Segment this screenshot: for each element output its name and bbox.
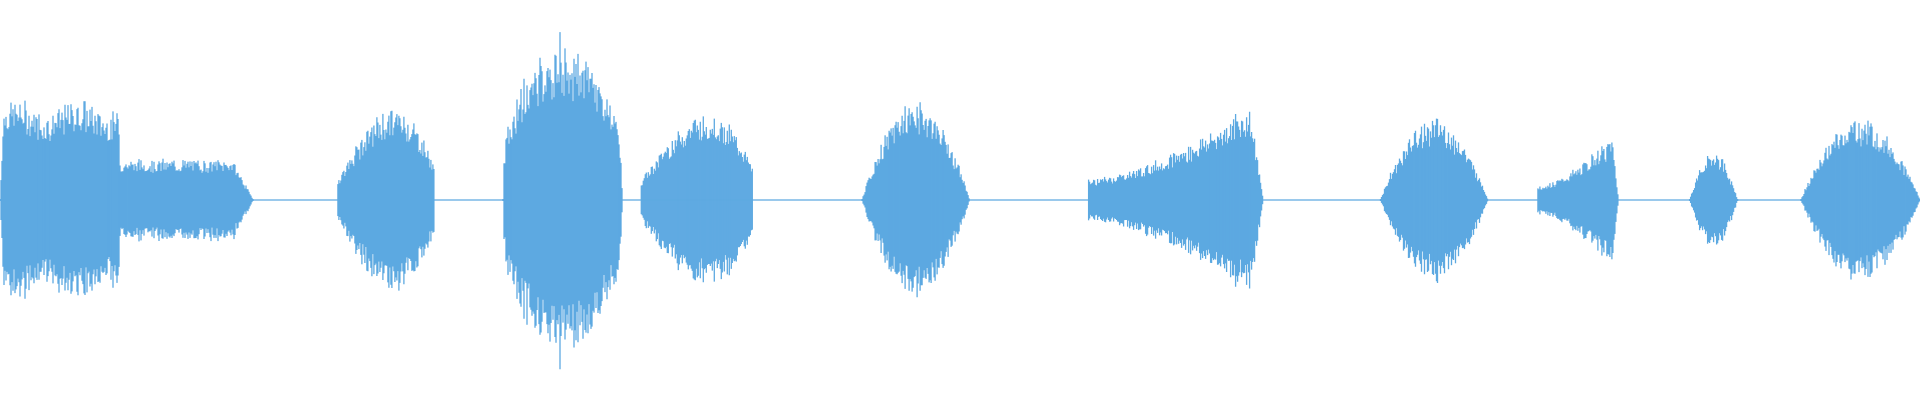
waveform-segment [640, 116, 753, 283]
waveform-segment [861, 102, 970, 298]
waveform-segment [118, 158, 254, 242]
waveform-segment [1688, 155, 1739, 245]
waveform-segment [0, 100, 120, 299]
waveform-segment [502, 32, 623, 370]
waveform-segment [1537, 142, 1619, 260]
waveform-segment [1087, 111, 1264, 289]
waveform-segment [337, 110, 435, 291]
waveform-segment [1800, 120, 1920, 280]
waveform-segment [1379, 118, 1489, 283]
